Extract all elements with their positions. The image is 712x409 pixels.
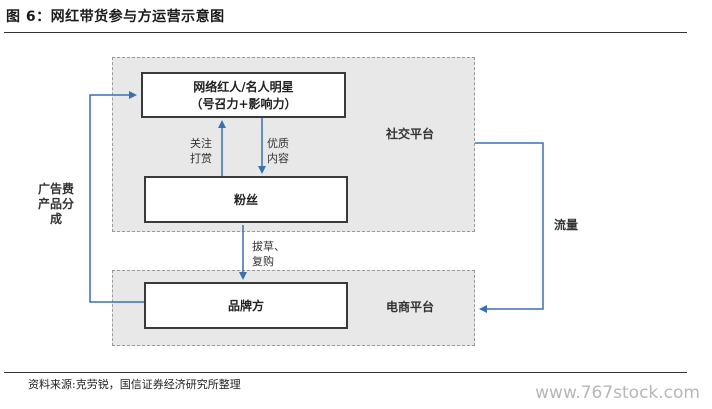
brand-to-influencer-loop [89,91,144,303]
influencer-subtitle: （号召力+影响力） [190,97,297,111]
watermark: www.767stock.com [535,383,700,403]
platform-traffic-loop [475,142,544,313]
top-rule [4,32,687,33]
brand-box: 品牌方 [144,282,348,329]
influencer-title: 网络红人/名人明星 [193,80,294,94]
traffic-label: 流量 [554,218,579,233]
ecommerce-platform-label: 电商平台 [386,300,435,314]
fans-box: 粉丝 [144,176,348,223]
social-platform-label: 社交平台 [386,127,435,141]
source-note: 资料来源:克劳锐，国信证券经济研究所整理 [28,378,241,391]
brand-label: 品牌方 [227,299,264,313]
fans-label: 粉丝 [233,193,258,207]
quality-content-label: 优质 内容 [267,137,289,165]
figure-title: 图 6：网红带货参与方运营示意图 [6,9,225,25]
follow-tip-label: 关注 打赏 [190,137,212,165]
bottom-rule [4,372,687,373]
purchase-repurchase-label: 拔草、 复购 [252,240,285,268]
influencer-box: 网络红人/名人明星 （号召力+影响力） [141,72,346,118]
ad-fee-label: 广告费 产品分 成 [38,182,75,227]
